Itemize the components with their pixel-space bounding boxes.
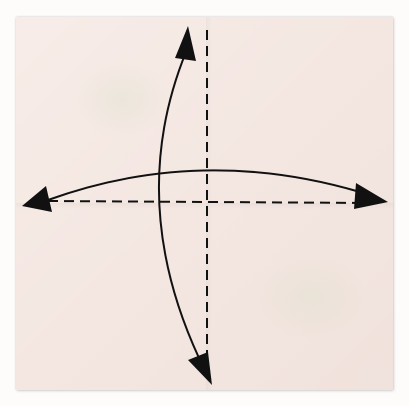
arrowhead-right-icon bbox=[354, 183, 388, 209]
arrowhead-top-icon bbox=[175, 26, 196, 61]
horizontal-fold-arrow-curve bbox=[48, 170, 360, 200]
vertical-fold-arrow-curve bbox=[159, 52, 199, 358]
arrowhead-left-icon bbox=[22, 186, 52, 212]
arrowhead-bottom-icon bbox=[188, 352, 212, 385]
horizontal-fold-line bbox=[48, 201, 372, 203]
